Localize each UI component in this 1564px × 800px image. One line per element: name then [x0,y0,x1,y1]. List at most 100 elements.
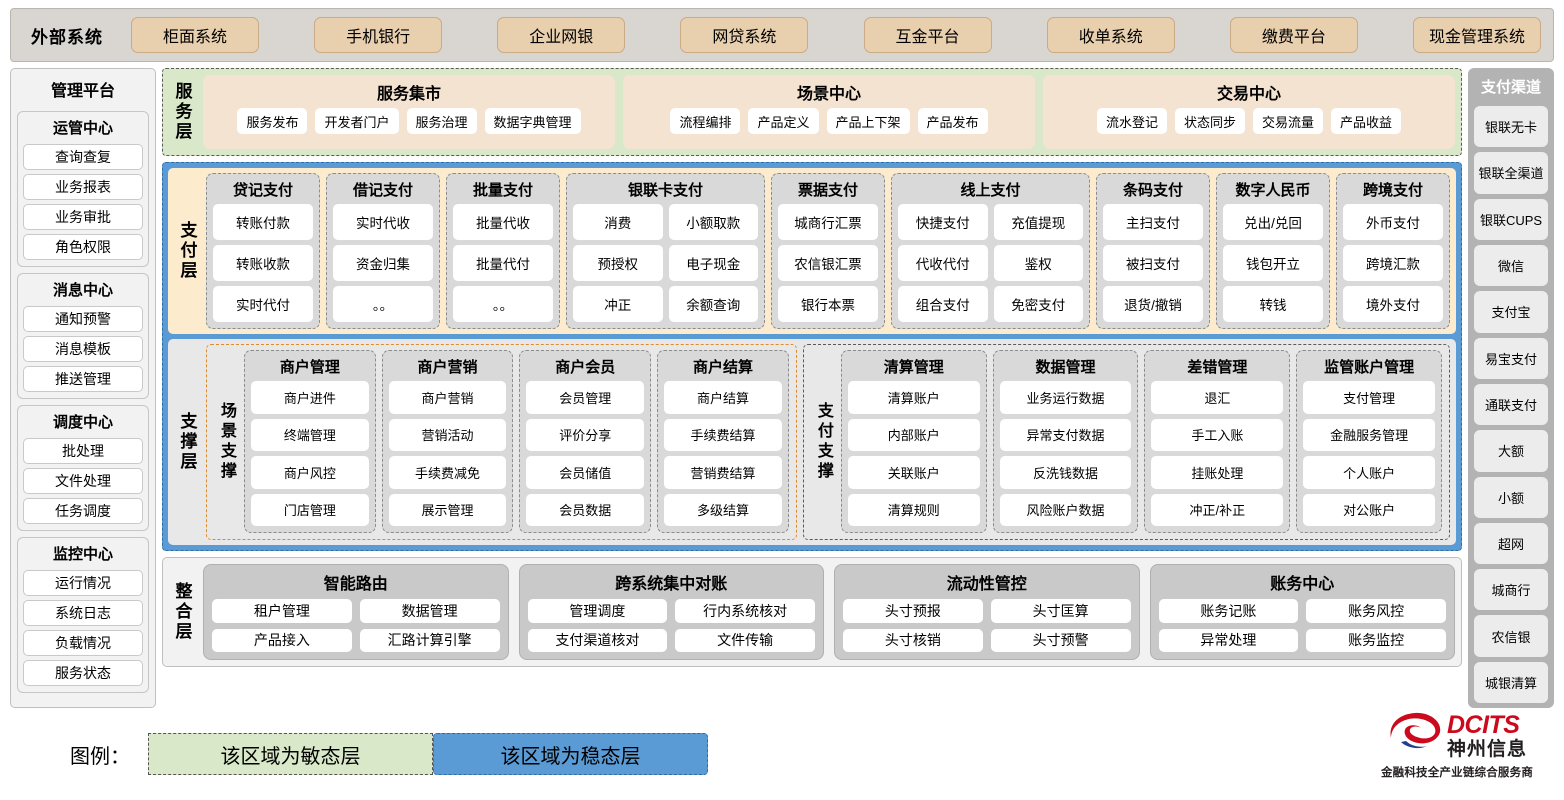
payment-item[interactable]: 转账付款 [213,204,313,240]
management-item[interactable]: 文件处理 [23,468,143,494]
integration-item[interactable]: 头寸预警 [990,628,1131,652]
external-system-item[interactable]: 柜面系统 [131,17,259,53]
external-system-item[interactable]: 互金平台 [863,17,992,53]
channel-item[interactable]: 银联CUPS [1474,198,1548,240]
support-item[interactable]: 风险账户数据 [999,493,1132,526]
payment-item[interactable]: 实时代付 [213,286,313,322]
payment-item[interactable]: 组合支付 [898,286,988,322]
channel-item[interactable]: 城商行 [1474,569,1548,611]
management-item[interactable]: 负载情况 [23,630,143,656]
support-item[interactable]: 多级结算 [664,493,782,526]
support-item[interactable]: 退汇 [1151,381,1284,414]
support-item[interactable]: 营销活动 [388,418,507,451]
support-item[interactable]: 终端管理 [251,418,369,451]
payment-item[interactable]: 境外支付 [1343,286,1443,322]
service-item[interactable]: 产品发布 [917,108,988,134]
payment-item[interactable]: 实时代收 [333,204,433,240]
channel-item[interactable]: 超网 [1474,522,1548,565]
payment-item[interactable]: 兑出/兑回 [1223,204,1323,240]
service-item[interactable]: 产品定义 [748,108,819,134]
service-item[interactable]: 数据字典管理 [484,108,581,134]
payment-item[interactable]: 被扫支付 [1103,245,1203,281]
payment-item[interactable]: 冲正 [573,286,663,322]
payment-item[interactable]: 充值提现 [993,204,1083,240]
channel-item[interactable]: 银联全渠道 [1474,152,1548,194]
channel-item[interactable]: 支付宝 [1474,291,1548,333]
service-item[interactable]: 流水登记 [1096,108,1167,134]
integration-item[interactable]: 租户管理 [212,599,352,623]
support-item[interactable]: 关联账户 [847,456,980,489]
external-system-item[interactable]: 缴费平台 [1229,17,1358,53]
management-item[interactable]: 运行情况 [23,570,143,596]
channel-item[interactable]: 易宝支付 [1474,337,1548,379]
support-item[interactable]: 反洗钱数据 [999,456,1132,489]
integration-item[interactable]: 产品接入 [212,628,352,652]
payment-item[interactable]: 城商行汇票 [778,204,878,240]
support-item[interactable]: 会员管理 [526,381,645,414]
support-item[interactable]: 挂账处理 [1151,456,1284,489]
support-item[interactable]: 营销费结算 [664,456,782,489]
payment-item[interactable]: 银行本票 [778,286,878,322]
payment-item[interactable]: 主扫支付 [1103,204,1203,240]
support-item[interactable]: 手工入账 [1151,418,1284,451]
support-item[interactable]: 会员储值 [526,456,645,489]
integration-item[interactable]: 账务记账 [1158,599,1299,623]
channel-item[interactable]: 微信 [1474,244,1548,287]
support-item[interactable]: 对公账户 [1303,493,1436,526]
channel-item[interactable]: 城银清算 [1474,661,1548,704]
service-item[interactable]: 流程编排 [670,108,741,134]
management-item[interactable]: 任务调度 [23,498,143,524]
payment-item[interactable]: 电子现金 [668,245,758,281]
payment-item[interactable]: 批量代收 [453,204,553,240]
integration-item[interactable]: 文件传输 [675,628,815,652]
management-item[interactable]: 消息模板 [23,336,143,362]
external-system-item[interactable]: 手机银行 [314,17,443,53]
channel-item[interactable]: 大额 [1474,430,1548,472]
payment-item[interactable]: 资金归集 [333,245,433,281]
integration-item[interactable]: 账务风控 [1306,599,1446,623]
payment-item[interactable]: 。。 [453,286,553,322]
management-item[interactable]: 角色权限 [23,234,143,260]
support-item[interactable]: 手续费减免 [388,456,507,489]
management-item[interactable]: 推送管理 [23,366,143,392]
support-item[interactable]: 商户营销 [388,381,507,414]
external-system-item[interactable]: 收单系统 [1046,17,1175,53]
service-item[interactable]: 服务治理 [406,108,477,134]
payment-item[interactable]: 快捷支付 [898,204,988,240]
service-item[interactable]: 服务发布 [237,108,308,134]
management-item[interactable]: 查询查复 [23,144,143,170]
payment-item[interactable]: 外币支付 [1343,204,1443,240]
management-item[interactable]: 批处理 [23,438,143,464]
integration-item[interactable]: 头寸核销 [843,628,983,652]
channel-item[interactable]: 农信银 [1474,615,1548,657]
support-item[interactable]: 支付管理 [1303,381,1436,414]
integration-item[interactable]: 头寸预报 [843,599,983,623]
channel-item[interactable]: 银联无卡 [1474,106,1548,148]
integration-item[interactable]: 账务监控 [1306,628,1446,652]
integration-item[interactable]: 头寸匡算 [990,599,1131,623]
management-item[interactable]: 服务状态 [23,660,143,686]
payment-item[interactable]: 。。 [333,286,433,322]
support-item[interactable]: 清算规则 [847,493,980,526]
payment-item[interactable]: 转钱 [1223,286,1323,322]
external-system-item[interactable]: 企业网银 [497,17,626,53]
external-system-item[interactable]: 网贷系统 [680,17,809,53]
payment-item[interactable]: 钱包开立 [1223,245,1323,281]
payment-item[interactable]: 批量代付 [453,245,553,281]
support-item[interactable]: 金融服务管理 [1303,418,1436,451]
payment-item[interactable]: 转账收款 [213,245,313,281]
payment-item[interactable]: 预授权 [573,245,663,281]
integration-item[interactable]: 汇路计算引擎 [359,628,500,652]
management-item[interactable]: 业务报表 [23,174,143,200]
payment-item[interactable]: 农信银汇票 [778,245,878,281]
channel-item[interactable]: 通联支付 [1474,383,1548,426]
payment-item[interactable]: 免密支付 [993,286,1083,322]
integration-item[interactable]: 支付渠道核对 [527,628,668,652]
integration-item[interactable]: 行内系统核对 [675,599,815,623]
payment-item[interactable]: 跨境汇款 [1343,245,1443,281]
support-item[interactable]: 评价分享 [526,418,645,451]
support-item[interactable]: 个人账户 [1303,456,1436,489]
integration-item[interactable]: 异常处理 [1158,628,1299,652]
support-item[interactable]: 清算账户 [847,381,980,414]
payment-item[interactable]: 退货/撤销 [1103,286,1203,322]
